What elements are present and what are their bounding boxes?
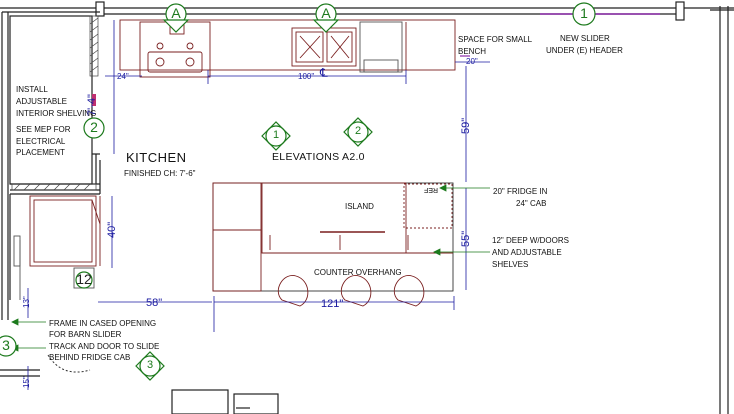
detail-tag-12: 12	[76, 271, 92, 287]
room-title: KITCHEN	[126, 150, 187, 165]
note-slider-1: NEW SLIDER	[560, 34, 610, 43]
note-fridge-2: 24" CAB	[516, 199, 547, 208]
note-install-1: INSTALL	[16, 85, 48, 94]
dim-58: 58"	[146, 297, 163, 309]
note-barn-1: FRAME IN CASED OPENING	[49, 319, 157, 328]
section-markers	[0, 2, 596, 381]
note-bench-2: BENCH	[458, 47, 487, 56]
hatch-wall	[11, 15, 99, 191]
door-swing	[47, 354, 91, 373]
elevations-label: ELEVATIONS A2.0	[272, 151, 365, 163]
note-track-2: BEHIND FRIDGE CAB	[49, 353, 131, 362]
note-shelves-3: SHELVES	[492, 260, 529, 269]
section-tag-a-left: A	[171, 5, 181, 21]
dim-40: 40"	[106, 221, 118, 238]
note-shelves-1: 12" DEEP W/DOORS	[492, 236, 569, 245]
note-shelves-2: AND ADJUSTABLE	[492, 248, 562, 257]
dimension-lines	[27, 20, 490, 390]
pink-marker	[92, 94, 96, 106]
overhang-label: COUNTER OVERHANG	[314, 268, 402, 277]
elevation-tag-2: 2	[354, 125, 362, 137]
dim-20: 20"	[466, 57, 478, 66]
dim-100: 100"	[298, 72, 315, 81]
note-slider-2: UNDER (E) HEADER	[546, 46, 623, 55]
detail-tag-2-left: 2	[90, 119, 98, 135]
note-install-3: INTERIOR SHELVING	[16, 109, 97, 118]
fridge-cabinet	[13, 195, 101, 300]
back-counter	[119, 19, 456, 78]
dim-13: 13"	[22, 296, 31, 308]
elevation-tag-1: 1	[272, 129, 280, 141]
note-bench-1: SPACE FOR SMALL	[458, 35, 533, 44]
leaders	[11, 184, 490, 352]
centerline-mark: ℄	[320, 66, 328, 80]
ref-label: REF	[424, 186, 438, 193]
note-mep-2: ELECTRICAL	[16, 137, 66, 146]
island-label: ISLAND	[345, 202, 374, 211]
dim-121: 121"	[321, 298, 344, 310]
elevation-tag-3: 3	[146, 359, 154, 371]
section-tag-a-mid: A	[321, 5, 331, 21]
note-mep-1: SEE MEP FOR	[16, 125, 71, 134]
dim-59: 59"	[460, 117, 472, 134]
note-install-2: ADJUSTABLE	[16, 97, 67, 106]
dim-24: 24"	[117, 72, 129, 81]
detail-tag-3-left: 3	[2, 337, 10, 353]
ceiling-note: FINISHED CH: 7'-6"	[124, 169, 196, 178]
note-track-1: TRACK AND DOOR TO SLIDE	[49, 342, 160, 351]
dim-15: 15"	[22, 376, 31, 388]
detail-tag-1-top: 1	[580, 5, 588, 21]
dim-55: 55"	[460, 230, 472, 247]
note-mep-3: PLACEMENT	[16, 148, 65, 157]
dim-7-4: 7'-4"	[86, 94, 98, 116]
island	[212, 182, 454, 307]
note-barn-2: FOR BARN SLIDER	[49, 330, 122, 339]
note-fridge-1: 20" FRIDGE IN	[493, 187, 548, 196]
